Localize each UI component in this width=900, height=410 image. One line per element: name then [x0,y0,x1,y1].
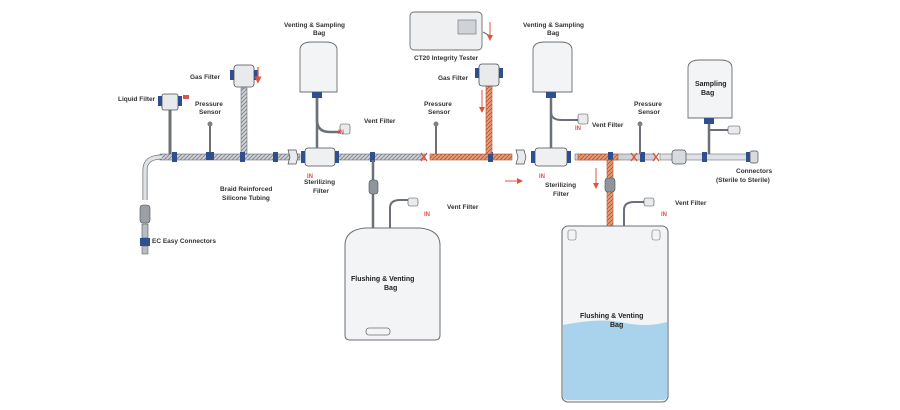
flushing-bag-2-label-1: Flushing & Venting [580,313,643,320]
pressure-sensor-2-label-2: Sensor [428,109,451,116]
vent-filter-4-label: Vent Filter [675,200,707,207]
venting-sampling-bag-1-label-1: Venting & Sampling [284,22,345,29]
ct20-tester-label: CT20 Integrity Tester [414,55,479,62]
labels: Liquid Filter Gas Filter Pressure Sensor… [118,22,773,329]
pressure-sensor-2-label-1: Pressure [424,101,452,108]
liquid-filter [158,93,189,154]
sterilizing-filter-1: IN [287,147,339,180]
sterilizing-filter-1-label-2: Filter [313,188,329,195]
connectors-label-1: Connectors [736,168,773,175]
sterilizing-filter-2: IN [515,147,571,180]
venting-sampling-bag-1-label-2: Bag [313,30,325,37]
sampling-bag-label-1: Sampling [695,81,727,88]
main-line [159,153,756,161]
in-marker-6: IN [661,212,667,218]
pressure-sensor-3-label-2: Sensor [638,109,661,116]
connectors-label-2: (Sterile to Sterile) [716,177,770,184]
in-marker-2: IN [338,130,344,136]
gas-filter-left-label: Gas Filter [190,74,220,81]
venting-sampling-bag-2: IN [532,41,589,148]
line-clamps [172,152,751,162]
ec-connectors-label: EC Easy Connectors [152,238,216,245]
pressure-sensor-1-label-1: Pressure [195,101,223,108]
gas-filter-right [475,63,503,155]
vent-filter-1-label: Vent Filter [364,118,396,125]
vent-filter-2-label: Vent Filter [592,122,624,129]
venting-sampling-bag-2-label-2: Bag [547,30,559,37]
in-marker-3: IN [424,212,430,218]
venting-sampling-bag-2-label-1: Venting & Sampling [523,22,584,29]
venting-sampling-bag-1: IN [299,41,351,148]
flushing-bag-1-label-1: Flushing & Venting [351,276,414,283]
left-drop-line [139,154,163,255]
pressure-sensor-3-label-1: Pressure [634,101,662,108]
gas-filter-left [230,64,262,155]
sterile-connectors [671,149,759,165]
flushing-bag-1-branch: IN [368,160,430,230]
ec-connector-body [139,204,151,224]
liquid-filter-label: Liquid Filter [118,96,156,103]
sampling-bag [687,59,741,154]
flushing-bag-1-label-2: Bag [384,285,397,292]
liquid-level [563,320,667,400]
in-marker-4: IN [539,174,545,180]
in-marker-1: IN [307,174,313,180]
flushing-bag-2 [561,225,669,403]
sterilizing-filter-2-label-1: Sterilizing [545,182,576,189]
flushing-bag-2-label-2: Bag [610,322,623,329]
gas-filter-right-label: Gas Filter [438,75,468,82]
sterilizing-filter-1-label-1: Sterilizing [304,179,335,186]
braid-tubing-label-1: Braid Reinforced [220,186,272,193]
ct20-tester [409,11,493,51]
braid-tubing-label-2: Silicone Tubing [222,195,270,202]
pressure-sensor-2 [433,121,439,154]
sterilizing-filter-2-label-2: Filter [553,191,569,198]
vent-filter-3-label: Vent Filter [447,204,479,211]
in-marker-5: IN [575,126,581,132]
sampling-bag-label-2: Bag [701,90,714,97]
pressure-sensor-1-label-2: Sensor [199,109,222,116]
pressure-sensor-3 [637,121,643,154]
flushing-bag-1 [344,227,441,341]
pressure-sensor-1 [206,121,214,160]
pinch-marks [420,152,660,162]
flushing-bag-2-branch: IN [593,159,667,231]
